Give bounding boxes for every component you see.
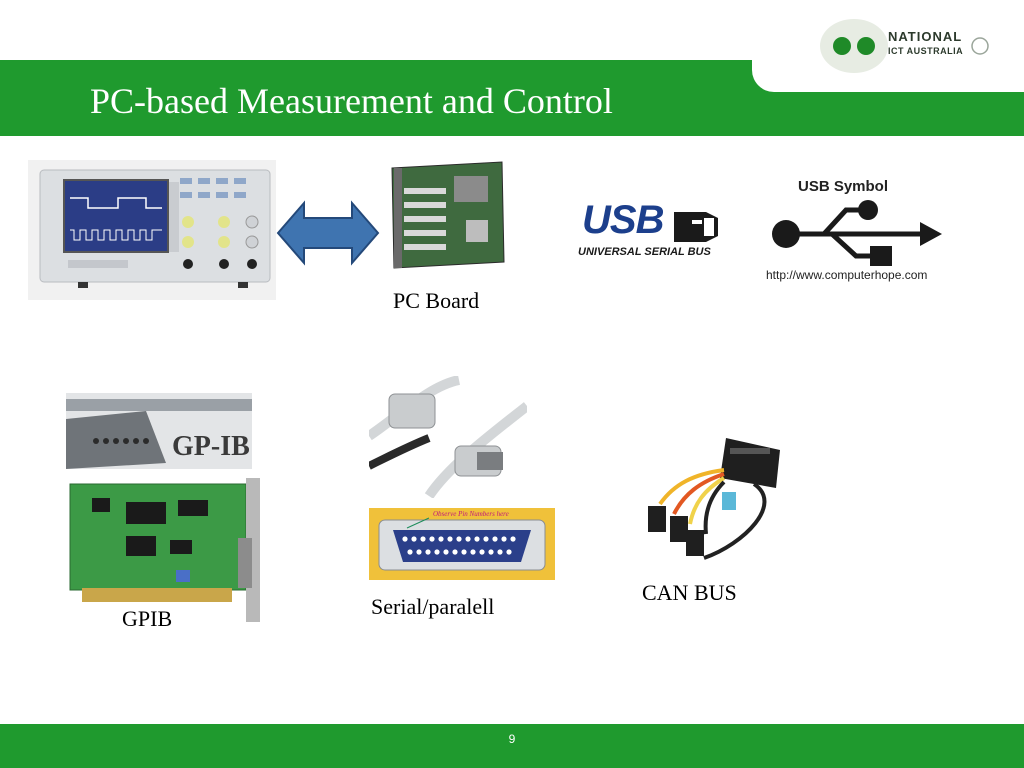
gpib-caption: GPIB xyxy=(122,606,173,631)
logo-text-ict-australia: ICT AUSTRALIA xyxy=(888,46,964,56)
oscilloscope-image xyxy=(28,160,276,300)
usb-trident-icon xyxy=(772,200,942,266)
serial-caption: Serial/paralell xyxy=(371,594,495,619)
usb-symbol-url: http://www.computerhope.com xyxy=(766,268,928,282)
usb-logo-subtext: UNIVERSAL SERIAL BUS xyxy=(578,246,711,258)
gpib-label: GP-IB xyxy=(172,431,250,462)
usb-logo: USB UNIVERSAL SERIAL BUS xyxy=(578,196,724,262)
slide-title: PC-based Measurement and Control xyxy=(90,81,613,121)
serial-cable-image xyxy=(369,376,527,498)
db25-note: Observe Pin Numbers here xyxy=(433,510,509,518)
usb-logo-text: USB xyxy=(582,198,664,242)
gpib-card-image xyxy=(66,478,268,628)
can-bus-caption: CAN BUS xyxy=(642,580,737,605)
db25-connector-image: Observe Pin Numbers here xyxy=(369,508,555,580)
usb-plug-icon xyxy=(674,212,718,242)
nicta-logo xyxy=(820,19,989,73)
pc-board-image xyxy=(384,158,506,270)
gpib-connector-image: GP-IB xyxy=(66,393,252,469)
footer-bar xyxy=(0,724,1024,768)
logo-text-national: NATIONAL xyxy=(888,29,963,44)
db25-connector-icon xyxy=(378,517,546,571)
can-bus-device-image xyxy=(634,434,788,570)
usb-symbol-image: USB Symbol http://www.computerhope.com xyxy=(766,176,966,286)
usb-symbol-title: USB Symbol xyxy=(798,178,889,195)
double-arrow-icon xyxy=(276,200,380,266)
pc-board-caption: PC Board xyxy=(393,288,480,313)
page-number: 9 xyxy=(508,732,516,746)
gpib-connector-icon xyxy=(66,393,252,469)
